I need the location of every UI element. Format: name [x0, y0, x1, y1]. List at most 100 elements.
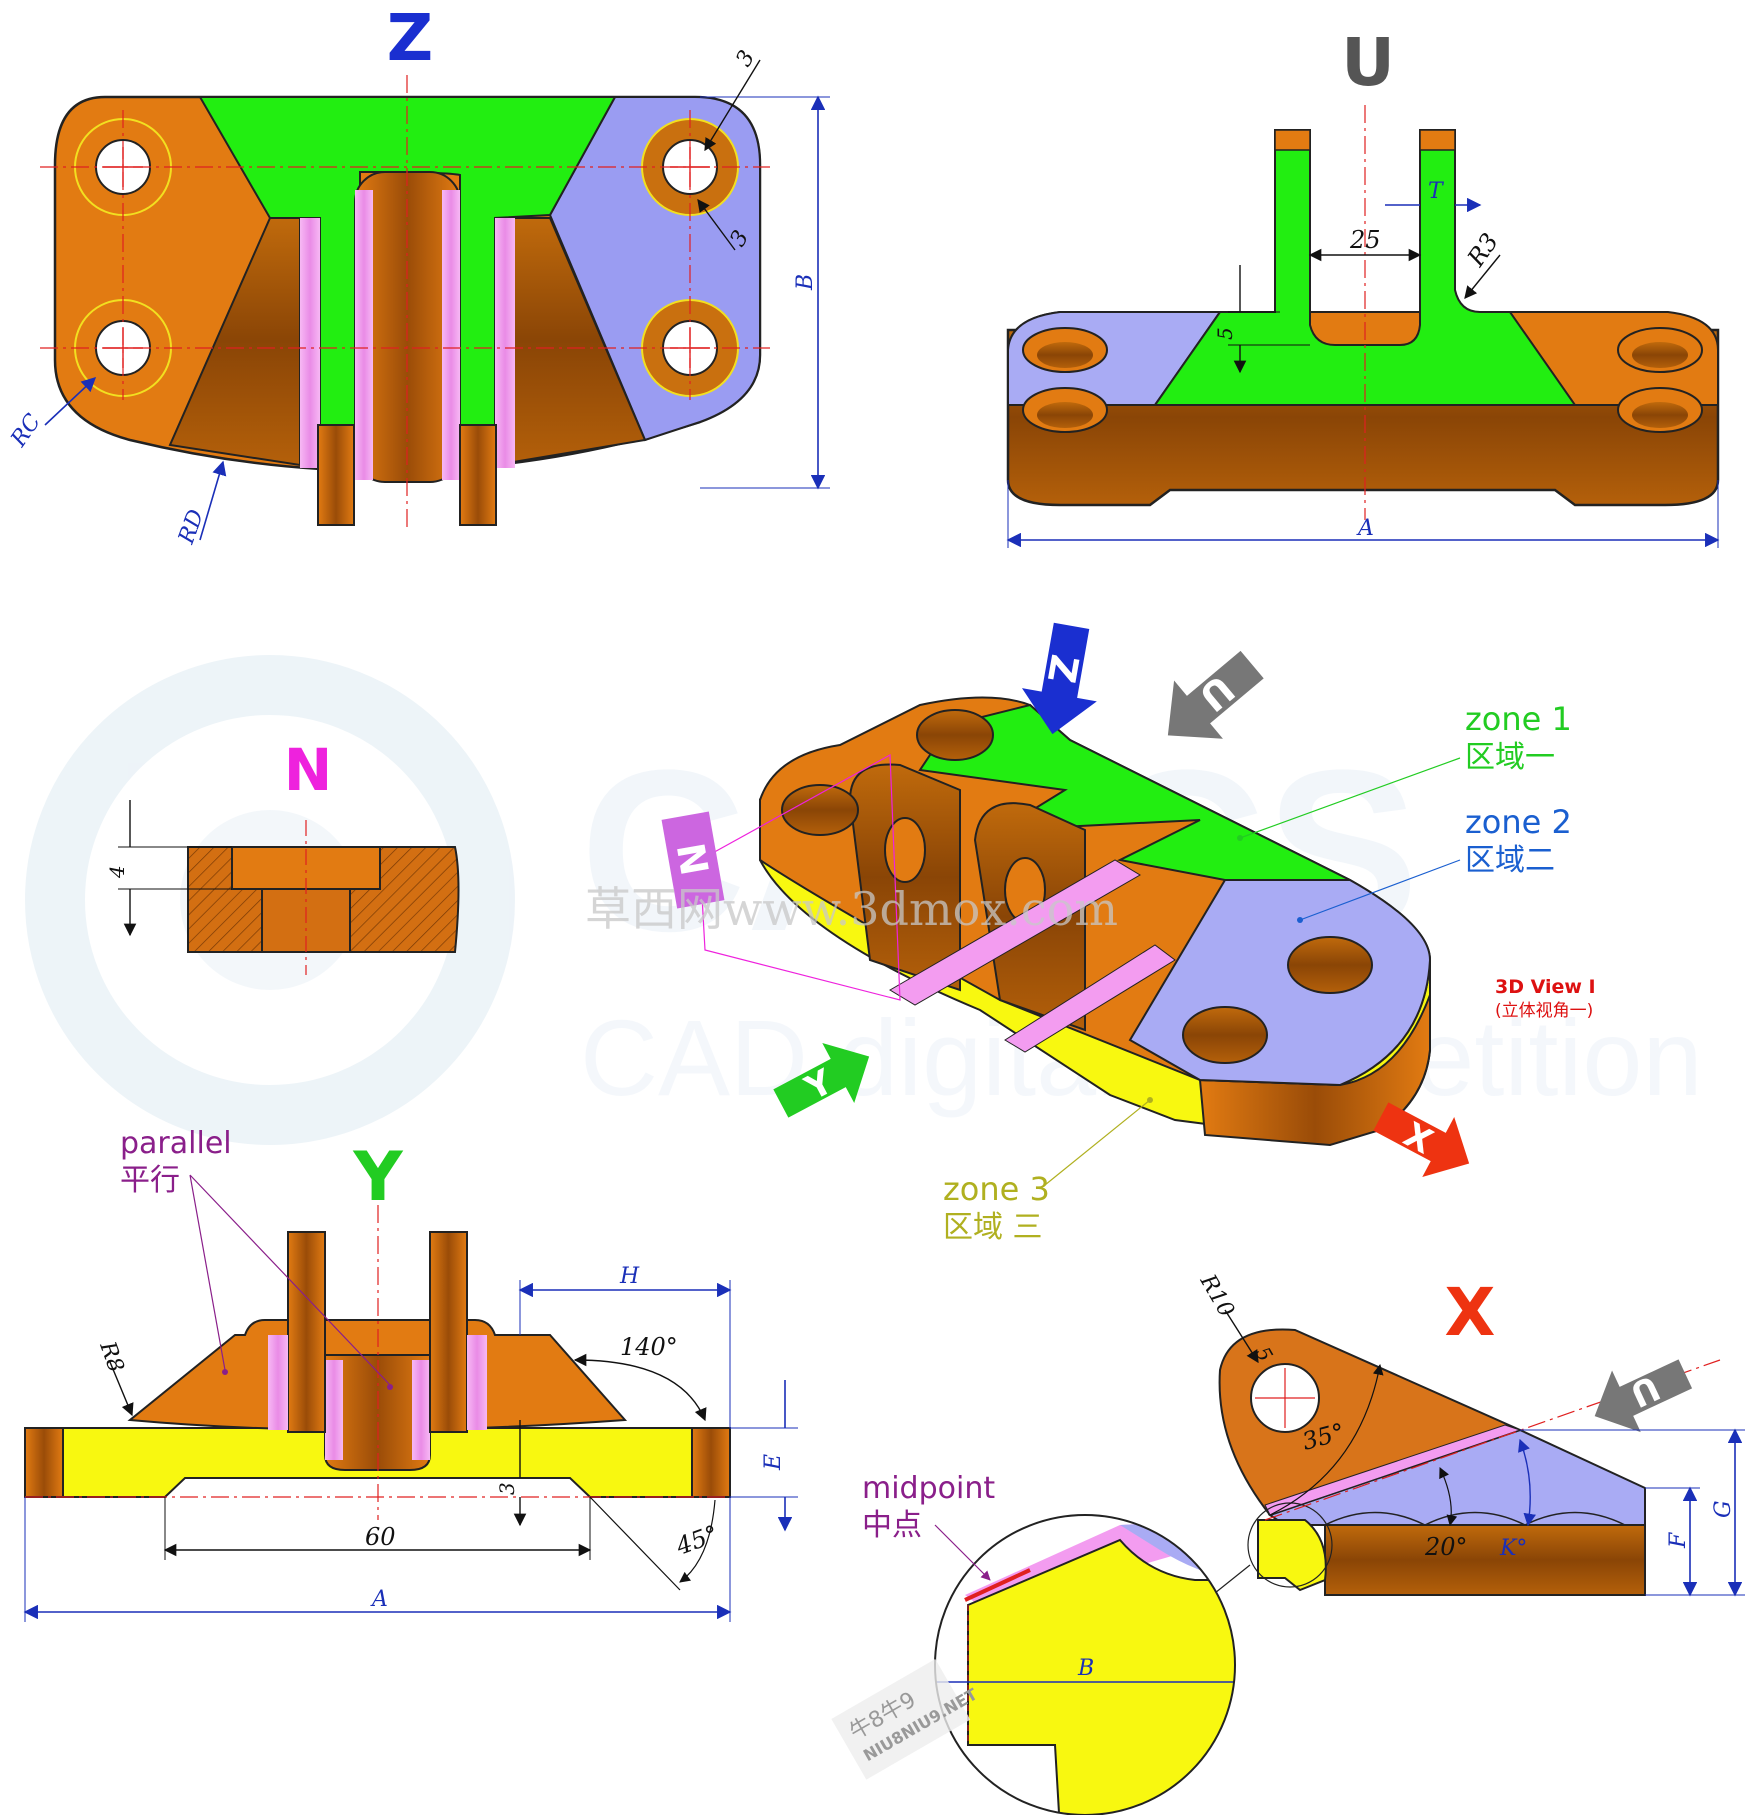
x-dim-35-arc [1269, 1363, 1384, 1516]
iso-n-section-frame [699, 754, 901, 1001]
x-note-cn: 中点 [862, 1508, 922, 1543]
iso-zone1-en: zone 1 [1465, 700, 1572, 738]
u-dim-t-text: T [1428, 179, 1445, 204]
x-base-bumps [1324, 1511, 1626, 1526]
u-dim-r3: R3 [1461, 228, 1504, 272]
z-center-slot-pink-r [442, 190, 460, 480]
iso-zone1-cn: 区域一 [1465, 740, 1555, 775]
y-base-end-left [24, 1427, 64, 1498]
y-note-en: parallel [120, 1126, 232, 1161]
arrow-x-icon [1373, 1102, 1470, 1178]
y-parallel-dot [222, 1369, 228, 1375]
y-lug-left [287, 1231, 326, 1433]
iso-lug-hole-1 [884, 817, 926, 883]
u-dim-5-ext [1228, 311, 1310, 346]
x-lug-hole-cross [1255, 1368, 1315, 1428]
watermark-logo-ring [25, 655, 515, 1145]
y-dim-h-text: H [619, 1264, 640, 1289]
iso-view-title: 3D View I [1495, 976, 1596, 998]
y-dim-45-line [589, 1496, 716, 1590]
z-dim-rc: RC [6, 410, 46, 453]
view-u: U 25 T R3 5 A [1006, 24, 1720, 548]
z-centerlines [40, 75, 770, 530]
x-arrow-u: U [1594, 1359, 1693, 1433]
view-x: X midpoint 中点 U R10 5 35° 20° K° F G [862, 1270, 1745, 1815]
x-note-en: midpoint [862, 1471, 995, 1506]
z-right-pink-strip [495, 218, 515, 468]
iso-counterbore [1182, 1006, 1268, 1064]
y-dim-140-arc [573, 1353, 707, 1422]
z-center-slot-pink-l [355, 190, 373, 480]
view-z: Z B 3 3 RC [6, 2, 830, 548]
iso-counterbore [916, 709, 994, 761]
x-detail-dim-b-text: B [1077, 1656, 1094, 1681]
n-dim-4-ext [118, 846, 232, 890]
iso-zone2-leader [1299, 859, 1461, 921]
y-parallel-leaders [189, 1174, 391, 1386]
y-parallel-dot [387, 1384, 393, 1390]
u-counterbore-inner [1632, 402, 1688, 428]
u-counterbore-inner [1037, 402, 1093, 428]
z-dim-b-ext [700, 96, 830, 489]
y-base-end-right [691, 1427, 731, 1498]
view-n: N 4 [105, 736, 460, 975]
view-x-label: X [1445, 1274, 1496, 1351]
u-counterbore-inner [1037, 342, 1093, 368]
z-left-pink-strip [300, 218, 320, 468]
x-base-front [1324, 1524, 1646, 1596]
iso-zone3-cn: 区域 三 [943, 1210, 1043, 1245]
y-dim-e-text: E [761, 1454, 786, 1471]
view-y: Y parallel 平行 H 140° R8 E 3 60 45° [23, 1126, 798, 1622]
y-dim-r8: R8 [94, 1338, 128, 1376]
x-centerline [1264, 1359, 1721, 1521]
u-lug-cap-left [1274, 129, 1311, 151]
y-center-pink-r [412, 1360, 430, 1460]
z-dim-3-leader-bot [697, 198, 736, 251]
iso-zone2-en: zone 2 [1465, 803, 1572, 841]
arrow-z-icon [1021, 622, 1097, 735]
y-dim-60-text: 60 [365, 1523, 396, 1551]
y-dim-h-ext [519, 1280, 731, 1428]
arrow-u-icon [1167, 650, 1264, 739]
iso-green-zone-1 [918, 703, 1351, 881]
y-center-pink-l [325, 1360, 343, 1460]
z-dim-rd: RD [174, 506, 210, 548]
x-detail-view: B [934, 1514, 1236, 1815]
view-iso: Z U N Y X zone 1 区域一 zone 2 区域二 zone 3 区… [585, 622, 1596, 1245]
u-dim-a-ext [1007, 480, 1719, 548]
view-y-label: Y [352, 1138, 403, 1217]
y-dim-60-ext [164, 1497, 591, 1560]
iso-zone1-leader [1239, 757, 1461, 839]
z-dim-b: B [793, 274, 818, 291]
iso-arrow-n: N [661, 811, 725, 909]
y-lug-right [429, 1231, 468, 1433]
u-counterbores [1022, 327, 1703, 433]
view-n-label: N [284, 736, 333, 804]
z-right-ear [459, 424, 497, 526]
iso-view-subtitle: (立体视角一) [1495, 1001, 1593, 1021]
n-dim-4-text: 4 [105, 865, 129, 879]
y-dim-140: 140° [620, 1333, 678, 1361]
iso-zone2-cn: 区域二 [1465, 843, 1555, 878]
watermark-site: 草西网www.3dmox.com [585, 882, 1118, 936]
iso-pink-strip [889, 859, 1141, 1006]
x-detail-midpoint-mark [964, 1568, 1031, 1602]
y-dim-e-ext [730, 1427, 798, 1498]
iso-arrow-z: Z [1021, 622, 1097, 735]
x-dim-20-arc [1439, 1467, 1458, 1527]
view-z-label: Z [387, 2, 433, 76]
x-yellow-foot [1257, 1519, 1327, 1592]
x-dim-k: K° [1499, 1536, 1527, 1561]
y-dim-r8-leader [109, 1361, 134, 1417]
u-dim-a-text: A [1356, 516, 1374, 541]
iso-counterbore [781, 784, 859, 836]
y-pink-left [268, 1335, 288, 1430]
arrow-u-icon [1594, 1359, 1693, 1433]
iso-zone3-dot [1147, 1097, 1153, 1103]
iso-zone2-dot [1297, 917, 1303, 923]
iso-zone3-leader [1044, 1099, 1151, 1186]
y-centerline [25, 1205, 730, 1520]
u-green-zone [1153, 129, 1577, 406]
x-dim-20: 20° [1424, 1533, 1468, 1561]
